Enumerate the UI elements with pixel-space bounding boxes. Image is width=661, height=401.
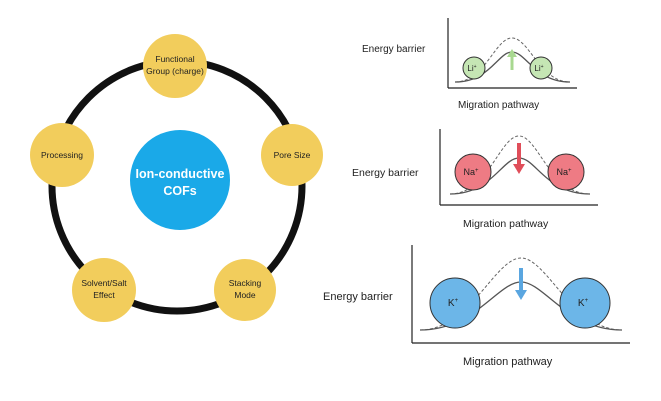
panel-li-ion-left-label: Li+ (467, 64, 476, 73)
panel-li-arrow-head (507, 49, 517, 57)
node-processing-label: Processing (41, 150, 83, 160)
node-stacking-mode-line1: Stacking (229, 278, 262, 288)
node-processing: Processing (30, 123, 94, 187)
node-functional-group-line1: Functional (155, 54, 194, 64)
panel-li-ion-right (529, 56, 553, 80)
center-circle (130, 130, 230, 230)
node-pore-size-label: Pore Size (274, 150, 311, 160)
panel-k-ylabel: Energy barrier (323, 291, 393, 303)
panel-k-arrow-head (515, 290, 527, 300)
panel-li-ylabel: Energy barrier (362, 44, 426, 55)
node-solvent-salt-line1: Solvent/Salt (81, 278, 127, 288)
energy-panel-li: Energy barrier Li+ Li+ Migration pathway (362, 18, 577, 111)
panel-k-ion-right-label: K+ (578, 298, 589, 309)
node-stacking-mode-line2: Mode (234, 290, 256, 300)
panel-na-ion-right (547, 153, 585, 191)
node-stacking-mode: Stacking Mode (214, 259, 276, 321)
panel-k-ion-right (559, 277, 611, 329)
panel-li-ion-right-label: Li+ (534, 64, 543, 73)
center-label-line1: Ion-conductive (136, 167, 225, 181)
energy-panel-k: Energy barrier K+ K+ Migration pathway (323, 245, 630, 368)
panel-na-ion-right-label: Na+ (556, 167, 572, 177)
panel-na-ion-left-label: Na+ (463, 167, 479, 177)
panel-k-ion-left-label: K+ (448, 298, 459, 309)
panel-k-xlabel: Migration pathway (463, 356, 553, 368)
node-functional-group-line2: Group (charge) (146, 66, 204, 76)
center-label-line2: COFs (163, 184, 196, 198)
node-pore-size: Pore Size (261, 124, 323, 186)
panel-li-ion-left (462, 56, 486, 80)
node-solvent-salt: Solvent/Salt Effect (72, 258, 136, 322)
node-functional-group: Functional Group (charge) (143, 34, 207, 98)
panel-li-xlabel: Migration pathway (458, 100, 539, 111)
node-solvent-salt-line2: Effect (93, 290, 115, 300)
cof-factor-diagram: Ion-conductive COFs Functional Group (ch… (30, 34, 323, 322)
panel-na-ylabel: Energy barrier (352, 167, 419, 179)
panel-k-ion-left (429, 277, 481, 329)
energy-panel-na: Energy barrier Na+ Na+ Migration pathway (352, 129, 598, 230)
panel-na-xlabel: Migration pathway (463, 218, 549, 230)
panel-na-arrow-head (513, 164, 525, 174)
panel-na-ion-left (454, 153, 492, 191)
